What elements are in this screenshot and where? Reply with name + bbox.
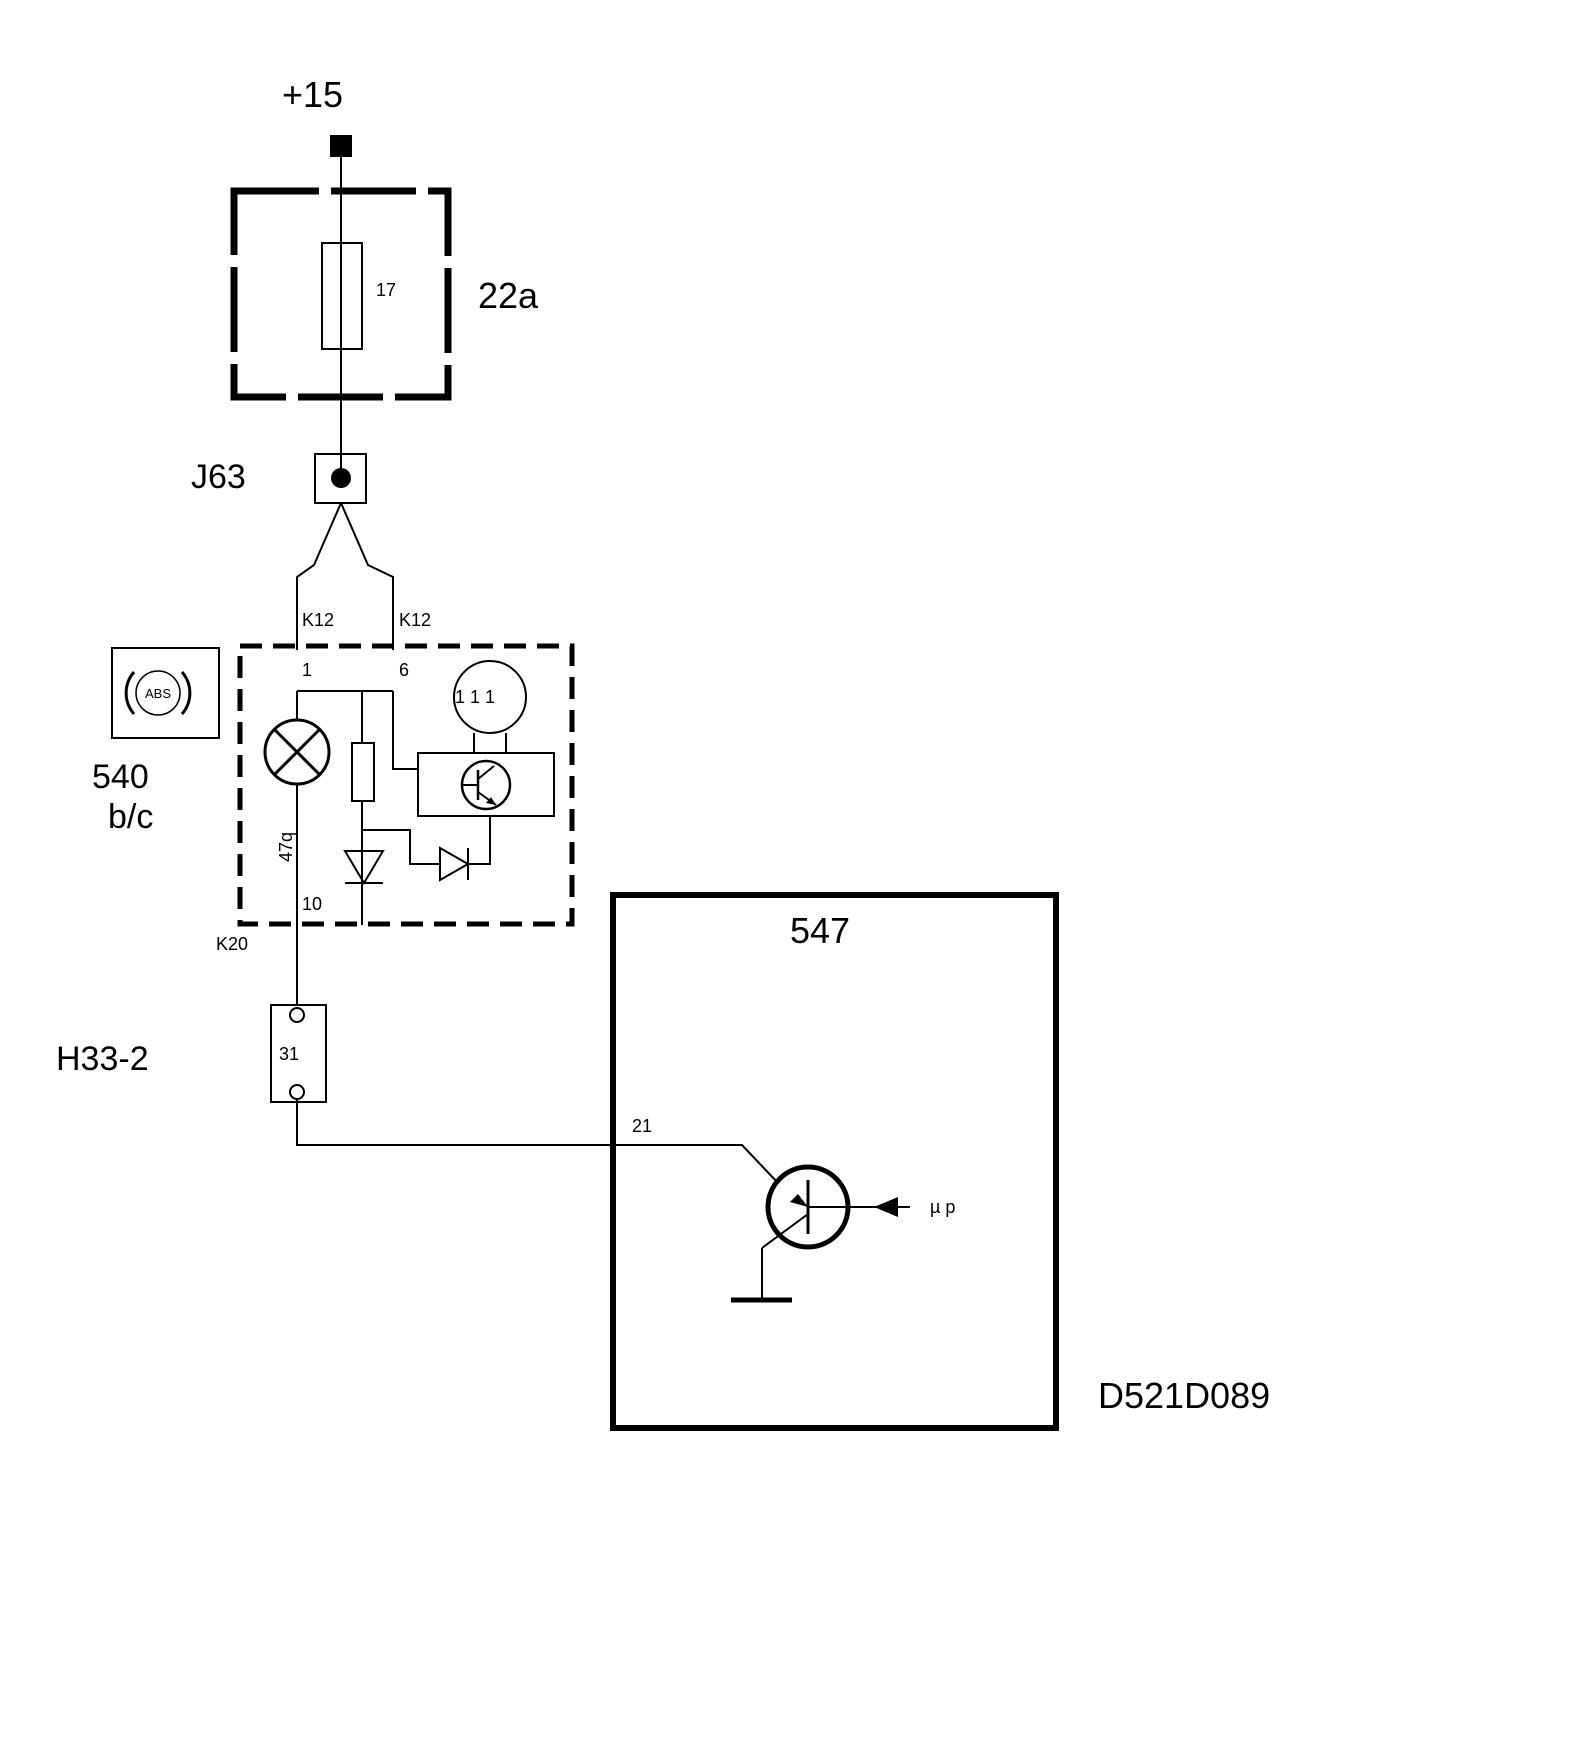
instrument-cluster-box — [237, 643, 575, 927]
connector-h33-pin: 31 — [279, 1044, 299, 1064]
transistor-module — [417, 752, 555, 817]
cluster-id: 540 — [92, 758, 149, 796]
signal-wire — [296, 1099, 779, 1184]
pin-label-k12-right: K12 — [399, 610, 431, 630]
diode-vertical — [343, 850, 385, 885]
pin-label-k12-left: K12 — [302, 610, 334, 630]
fuse-number: 17 — [376, 280, 396, 300]
branch-left-wire — [296, 502, 342, 650]
pin-label-10: 10 — [302, 894, 322, 914]
resistor — [351, 742, 375, 802]
branch-right-wire — [340, 502, 394, 650]
microprocessor-label: µ p — [930, 1197, 955, 1217]
connector-h33-id: H33-2 — [56, 1040, 149, 1078]
pin-label-1: 1 — [302, 660, 312, 680]
wire-label-47q: 47q — [276, 832, 296, 862]
control-unit-id: 547 — [790, 910, 850, 951]
pin-label-k20: K20 — [216, 934, 248, 954]
abs-warning-symbol — [111, 647, 220, 739]
diode-horizontal — [439, 846, 471, 882]
abs-text: ABS — [145, 686, 171, 701]
supply-label: +15 — [282, 74, 343, 115]
connector-j63-id: J63 — [191, 458, 246, 496]
gauge-text: 1 1 1 — [455, 687, 495, 707]
fuse-box — [230, 187, 452, 401]
splice-dot — [331, 468, 351, 488]
connector-h33-2 — [270, 1004, 327, 1103]
control-unit-547 — [610, 892, 1059, 1431]
pin-label-6: 6 — [399, 660, 409, 680]
control-unit-pin: 21 — [632, 1116, 652, 1136]
gauge — [453, 660, 527, 734]
drawing-number: D521D089 — [1098, 1375, 1270, 1416]
cluster-variant: b/c — [108, 798, 153, 836]
fuse-box-id: 22a — [478, 275, 539, 316]
input-arrow — [874, 1197, 898, 1217]
